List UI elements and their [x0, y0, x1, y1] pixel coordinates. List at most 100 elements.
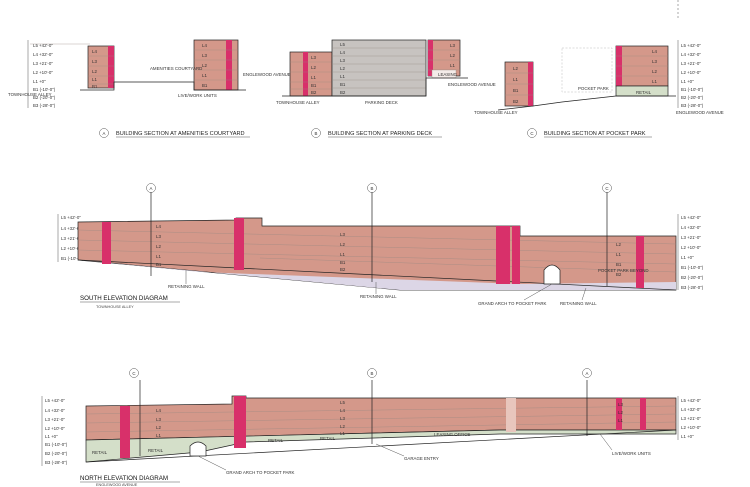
- pocket-park-void: [561, 47, 613, 93]
- section-marker-b: [367, 183, 377, 193]
- floor-label: L2: [92, 69, 97, 74]
- level-label: L4 +32'-0": [681, 52, 701, 57]
- level-scale-a: L5 +42'-0" L4 +32'-0" L3 +21'-0" L2 +10'…: [27, 40, 90, 108]
- level-label: L2 +10'-0": [681, 70, 701, 75]
- stair-tower: [234, 396, 246, 448]
- level-label: B1 (-10'-0"): [33, 87, 56, 92]
- grand-arch: [543, 264, 561, 285]
- marker-letter: B: [371, 371, 374, 376]
- floor-label: L2: [616, 242, 621, 247]
- floor-label: L2: [340, 66, 345, 71]
- stair-core: [108, 46, 114, 88]
- marker-letter: A: [150, 186, 153, 191]
- floor-label: L2: [156, 425, 161, 430]
- stair-tower: [616, 398, 622, 430]
- floor-label: L2: [340, 424, 345, 429]
- floor-label: L3: [311, 55, 316, 60]
- level-label: L3 +21'-0": [45, 417, 65, 422]
- floor-label: L2: [156, 244, 161, 249]
- level-label: L1 +0": [681, 255, 694, 260]
- marker-letter: C: [605, 186, 608, 191]
- level-label: L5 +42'-0": [33, 43, 53, 48]
- level-label: L4 +32'-0": [33, 52, 53, 57]
- section-marker-c: [527, 128, 537, 138]
- floor-label: B1: [616, 262, 622, 267]
- floor-label: B2: [513, 99, 519, 104]
- floor-label: B2: [340, 267, 346, 272]
- floor-label: L2: [202, 63, 207, 68]
- stair-tower: [512, 226, 520, 284]
- street-label: ENGLEWOOD AVENUE: [243, 72, 291, 77]
- level-label: L5 +42'-0": [681, 215, 701, 220]
- parking-deck-label: PARKING DECK: [365, 100, 398, 105]
- floor-label: B1: [202, 83, 208, 88]
- stair-tower: [496, 226, 510, 284]
- grand-arch: [189, 441, 207, 457]
- floor-label: L4: [202, 43, 207, 48]
- garage-entry-note: GARAGE ENTRY: [404, 456, 439, 461]
- stair-tower: [640, 398, 646, 430]
- floor-label: L4: [340, 50, 345, 55]
- floor-label: B1: [311, 83, 317, 88]
- grand-arch-note: GRAND ARCH TO POCKET PARK: [478, 301, 547, 306]
- grand-arch-note: GRAND ARCH TO POCKET PARK: [226, 470, 295, 475]
- livework-note: LIVE/WORK UNITS: [612, 451, 651, 456]
- retaining-wall-note: RETAINING WALL: [360, 294, 397, 299]
- marker-letter: B: [371, 186, 374, 191]
- floor-label: L3: [156, 234, 161, 239]
- floor-label: L3: [340, 416, 345, 421]
- section-marker-a: [582, 368, 592, 378]
- retail-label: RETAIL: [636, 90, 652, 95]
- townhouse-alley-label: TOWNHOUSE ALLEY: [276, 100, 320, 105]
- level-label: L3 +21'-0": [681, 416, 701, 421]
- north-elevation-subtitle: ENGLEWOOD AVENUE: [96, 483, 138, 487]
- section-title-b: BUILDING SECTION AT PARKING DECK: [328, 131, 432, 137]
- stair-tower: [234, 218, 244, 270]
- level-label: B1 (-10'-0"): [45, 442, 68, 447]
- marker-letter: A: [103, 131, 106, 136]
- level-label: L1 +0": [33, 79, 46, 84]
- street-label: ENGLEWOOD AVENUE: [448, 82, 496, 87]
- level-label: L3 +21'-0": [681, 235, 701, 240]
- floor-label: L4: [652, 49, 657, 54]
- level-label: L3 +21'-0": [33, 61, 53, 66]
- glass-stair: [506, 398, 516, 432]
- level-scale-right: L5 +42'-0" L4 +32'-0" L3 +21'-0" L2 +10'…: [677, 214, 704, 290]
- ground-line: [282, 77, 468, 97]
- level-label: L2 +10'-0": [681, 425, 701, 430]
- stair-tower: [120, 406, 130, 458]
- south-elevation-title: SOUTH ELEVATION DIAGRAM: [80, 295, 168, 302]
- level-label: B3 (-28'-0"): [681, 103, 704, 108]
- floor-label: L2: [513, 66, 518, 71]
- level-label: L5 +42'-0": [45, 398, 65, 403]
- retail-label: RETAIL: [92, 450, 108, 455]
- south-elevation-subtitle: TOWNHOUSE ALLEY: [96, 305, 134, 309]
- floor-label: L1: [340, 74, 345, 79]
- level-label: B2 (-20'-0"): [33, 95, 56, 100]
- level-label: L2 +10'-0": [45, 426, 65, 431]
- level-scale-left: L5 +42'-0" L4 +32'-0" L3 +21'-0" L2 +10'…: [41, 396, 68, 466]
- level-label: L3 +21'-0": [61, 236, 81, 241]
- floor-label: L1: [340, 252, 345, 257]
- ground-line: [80, 81, 246, 91]
- level-label: L4 +32'-0": [61, 226, 81, 231]
- stair-core: [428, 40, 433, 76]
- section-marker-b: [367, 368, 377, 378]
- townhouse-alley-label: TOWNHOUSE ALLEY: [474, 110, 518, 115]
- section-a: L5 +42'-0" L4 +32'-0" L3 +21'-0" L2 +10'…: [8, 39, 291, 138]
- section-marker-b: [311, 128, 321, 138]
- level-label: B2 (-20'-0"): [45, 451, 68, 456]
- level-label: L5 +42'-0": [681, 398, 701, 403]
- parking-deck-mass: [331, 39, 427, 97]
- floor-label: L1: [450, 63, 455, 68]
- townhouse-alley-label: TOWNHOUSE ALLEY: [8, 92, 52, 97]
- floor-label: B1: [156, 262, 162, 267]
- floor-label: L1: [616, 252, 621, 257]
- pocket-park-label: POCKET PARK: [578, 86, 609, 91]
- level-label: B1 (-10'-0"): [681, 265, 704, 270]
- level-label: L1 +0": [45, 434, 58, 439]
- level-label: L4 +32'-0": [45, 408, 65, 413]
- courtyard-label: AMENITIES COURTYARD: [150, 66, 202, 71]
- floor-label: L3: [450, 43, 455, 48]
- level-label: L1 +0": [681, 434, 694, 439]
